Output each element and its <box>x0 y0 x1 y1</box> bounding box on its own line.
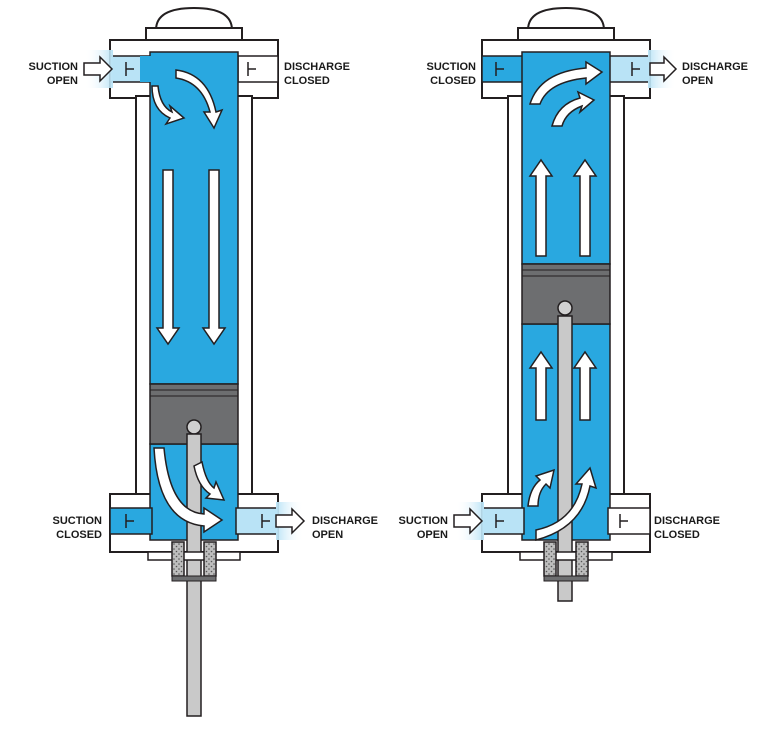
flow-arrow-icon <box>83 55 114 83</box>
flow-arrow-icon <box>528 158 554 257</box>
right-top-discharge-label-2: OPEN <box>682 75 713 87</box>
flow-arrow-icon <box>527 468 556 507</box>
bottom-discharge-port <box>235 507 279 535</box>
cylinder-head <box>145 27 243 41</box>
right-top-suction-label-2: CLOSED <box>430 75 476 87</box>
flow-arrow-icon <box>528 60 604 105</box>
valve-icon <box>247 62 256 76</box>
piston <box>521 263 611 325</box>
cylinder-head-cap <box>154 6 234 31</box>
top-discharge-port <box>237 55 279 83</box>
top-discharge-port <box>607 55 651 83</box>
left-top-suction-label-1: SUCTION <box>29 61 79 73</box>
left-cylinder: SUCTION OPEN DISCHARGE CLOSED SUCTION CL… <box>29 6 378 717</box>
left-top-suction-label-2: OPEN <box>47 75 78 87</box>
valve-icon <box>495 514 504 528</box>
flow-arrow-icon <box>649 55 678 83</box>
right-top-suction-label-1: SUCTION <box>427 61 477 73</box>
valve-icon <box>125 62 134 76</box>
flow-arrow-icon <box>528 350 554 421</box>
left-bottom-discharge-label-2: OPEN <box>312 529 343 541</box>
left-top-discharge-label-2: CLOSED <box>284 75 330 87</box>
flow-arrow-icon <box>551 90 596 127</box>
flow-arrow-icon <box>535 466 598 541</box>
rod-seal <box>203 541 217 577</box>
valve-icon <box>619 514 628 528</box>
rod-gland <box>519 551 613 561</box>
flow-arrow-icon <box>193 460 226 501</box>
valve-icon <box>631 62 640 76</box>
left-top-discharge-label-1: DISCHARGE <box>284 61 350 73</box>
piston-rod <box>186 433 202 717</box>
cylinder-head <box>517 27 615 41</box>
right-top-discharge-label-1: DISCHARGE <box>682 61 748 73</box>
upper-fluid-chamber <box>521 51 611 265</box>
left-bottom-suction-label-2: CLOSED <box>56 529 102 541</box>
flow-arrow-icon <box>453 507 484 535</box>
right-bottom-suction-label-1: SUCTION <box>399 515 449 527</box>
flow-arrow-icon <box>151 85 186 126</box>
valve-icon <box>261 514 270 528</box>
piston-pin-icon <box>186 419 202 435</box>
flow-arrow-icon <box>201 169 227 346</box>
rod-seal <box>575 541 589 577</box>
piston-pin-icon <box>557 300 573 316</box>
right-bottom-discharge-label-1: DISCHARGE <box>654 515 720 527</box>
valve-icon <box>125 514 134 528</box>
left-bottom-discharge-label-1: DISCHARGE <box>312 515 378 527</box>
right-bottom-suction-label-2: OPEN <box>417 529 448 541</box>
flow-arrow-icon <box>275 507 306 535</box>
bottom-discharge-port <box>607 507 651 535</box>
valve-icon <box>495 62 504 76</box>
flow-arrow-icon <box>155 169 181 346</box>
left-bottom-suction-label-1: SUCTION <box>53 515 103 527</box>
rod-seal <box>171 541 185 577</box>
right-cylinder: SUCTION CLOSED DISCHARGE OPEN SUCTION OP… <box>399 6 748 602</box>
rod-gland <box>147 551 241 561</box>
flow-arrow-icon <box>572 350 598 421</box>
flow-arrow-icon <box>153 447 224 534</box>
flow-arrow-icon <box>175 69 224 130</box>
rod-seal <box>543 541 557 577</box>
right-bottom-discharge-label-2: CLOSED <box>654 529 700 541</box>
cylinder-head-cap <box>526 6 606 31</box>
flow-arrow-icon <box>572 158 598 257</box>
